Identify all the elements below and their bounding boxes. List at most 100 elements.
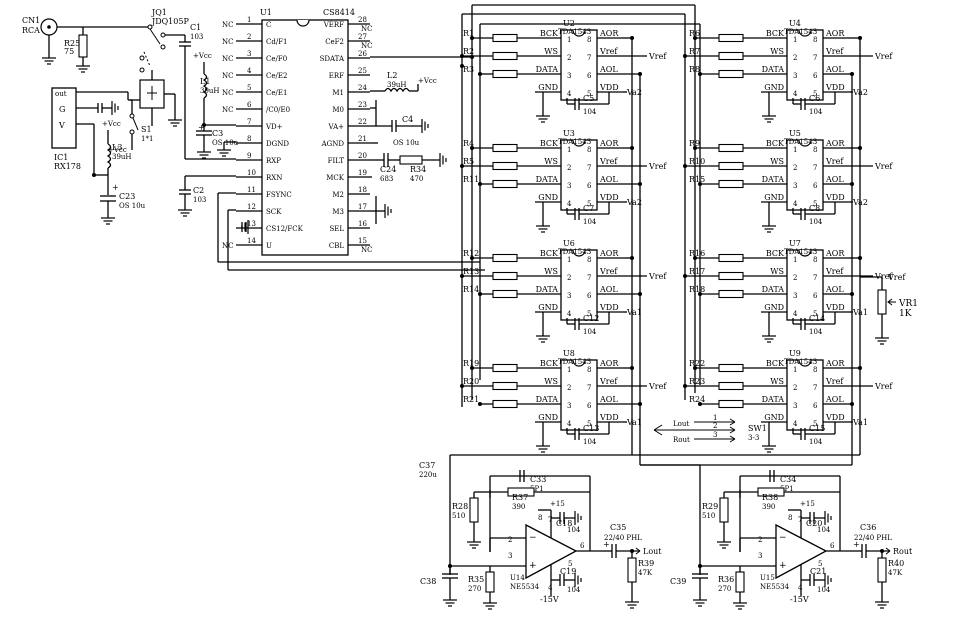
label-r4: R4 [463, 139, 474, 148]
dac-pin-num: 1 [567, 36, 571, 44]
dac-pin-aor: AOR [825, 359, 845, 368]
dac-pin-num: 5 [813, 420, 817, 428]
label-cfb: C34 [780, 475, 796, 484]
u1-pin-3: Ce/F0 [266, 55, 287, 63]
label-cbn-val: 104 [567, 586, 581, 594]
resistor-rin [485, 571, 495, 593]
label-c14-val: 104 [809, 328, 823, 336]
label-rin-val: 270 [468, 585, 481, 593]
u1-pin-19: MCK [326, 174, 345, 182]
label-c15: C15 [809, 424, 825, 433]
dac-pin-num: 3 [793, 292, 797, 300]
resistor-rout [877, 557, 887, 583]
u1-pin-nc-1: NC [222, 21, 233, 29]
resistor-rin [735, 571, 745, 593]
dac-pin-num: 6 [587, 292, 592, 300]
label-cout-val: 22/40 PHL [604, 534, 642, 542]
dac-pin-vdd: VDD [599, 303, 619, 312]
u1-pin-22: VA+ [327, 123, 344, 131]
u1-pin-num-21: 21 [358, 135, 367, 143]
dac-pin-ws: WS [544, 47, 558, 56]
dac-pin-num: 8 [587, 146, 591, 154]
label-c12-val: 104 [583, 328, 597, 336]
dac-pin-num: 1 [567, 256, 571, 264]
dac-pin-num: 7 [587, 274, 591, 282]
dac-pin-gnd: GND [538, 413, 558, 422]
dac-pin-aol: AOL [599, 175, 618, 184]
opamp-pin-7: 7 [548, 516, 552, 524]
vdd-label: Va2 [852, 88, 868, 97]
dac-pin-vdd: VDD [599, 83, 619, 92]
label-c4-val: OS 10u [393, 139, 420, 147]
u1-pin-17: M3 [332, 208, 344, 216]
dac-pin-aor: AOR [599, 139, 619, 148]
u1-pin-num-13: 13 [247, 220, 256, 228]
u1-pin-num-19: 19 [358, 169, 367, 177]
ground-symbol [535, 115, 551, 123]
u1-pin-num-5: 5 [247, 84, 251, 92]
dac-pin-data: DATA [536, 395, 559, 404]
dac-u2: U2TDA1543BCK1AOR8WS2Vref7DATA3AOL6GND4VD… [460, 19, 667, 123]
dac-pin-aol: AOL [599, 285, 618, 294]
label-cbn: C21 [810, 567, 826, 576]
dac-body [786, 139, 824, 211]
dac-pin-aor: AOR [825, 29, 845, 38]
dac-pin-num: 5 [587, 200, 591, 208]
u1-pin-nc-27: NC [361, 42, 372, 50]
dac-pin-num: 6 [813, 292, 818, 300]
dac-pin-num: 6 [587, 402, 592, 410]
trimmer-vr1: Vref VR1 1K [860, 273, 918, 345]
label-cbp-val: 104 [567, 526, 581, 534]
label-c6: C6 [809, 94, 820, 103]
u1-pin-nc-3: NC [222, 55, 233, 63]
u1-pin-nc-2: NC [222, 38, 233, 46]
dac-part: TDA1543 [558, 28, 591, 36]
label-jq1-type: JDQ105P [151, 17, 189, 26]
dac-pin-num: 6 [587, 72, 592, 80]
opamp-pin-6: 6 [830, 542, 835, 550]
dac-pin-num: 7 [587, 384, 591, 392]
label-r11: R11 [463, 175, 479, 184]
u1-pin-num-25: 25 [358, 67, 367, 75]
label-c1: C1 [190, 23, 201, 32]
u1-pin-nc-4: NC [222, 72, 233, 80]
label-c8: C8 [809, 204, 820, 213]
dac-pin-aor: AOR [825, 249, 845, 258]
rca-jack-cn1: CN1 RCA [22, 16, 58, 65]
label-r8: R8 [689, 65, 700, 74]
label-sw1-val: 3-3 [748, 434, 759, 442]
label-c13-val: 104 [583, 438, 597, 446]
ground-symbol [482, 602, 498, 610]
ground-symbol [442, 599, 458, 607]
label-r7: R7 [689, 47, 700, 56]
label-sw1-rout: Rout [673, 436, 690, 444]
dac-pin-vref: Vref [825, 377, 844, 386]
dac-array: U2TDA1543BCK1AOR8WS2Vref7DATA3AOL6GND4VD… [460, 19, 893, 453]
u1-pin-nc-6: NC [222, 106, 233, 114]
u1-pin-num-2: 2 [247, 33, 251, 41]
dac-u9: U9TDA1543BCK1AOR8WS2Vref7DATA3AOL6GND4VD… [683, 349, 893, 453]
dac-pin-num: 3 [793, 182, 797, 190]
dac-pin-num: 5 [587, 90, 591, 98]
ground-symbol [732, 602, 748, 610]
label-c13: C13 [583, 424, 599, 433]
ground-symbol [874, 601, 890, 609]
ic1-pin-g: G [59, 105, 65, 114]
dac-pin-ws: WS [770, 377, 784, 386]
u1-pin-25: ERF [329, 72, 344, 80]
u1-pin-16: SEL [329, 225, 344, 233]
ground-symbol [761, 335, 777, 343]
dac-pin-ws: WS [544, 377, 558, 386]
u1-pin-num-18: 18 [358, 186, 367, 194]
dac-pin-vref: Vref [825, 157, 844, 166]
u1-pin-9: RXP [266, 157, 281, 165]
label-vr1: VR1 [898, 299, 918, 309]
dac-ref: U9 [789, 349, 801, 358]
ground-symbol [692, 599, 708, 607]
label-out: Lout [643, 547, 662, 556]
vref-label: Vref [874, 162, 893, 171]
dac-pin-num: 6 [813, 182, 818, 190]
u1-pin-24: M1 [332, 89, 344, 97]
u1-pin-num-3: 3 [247, 50, 251, 58]
label-vcc-l1: +Vcc [193, 52, 212, 60]
